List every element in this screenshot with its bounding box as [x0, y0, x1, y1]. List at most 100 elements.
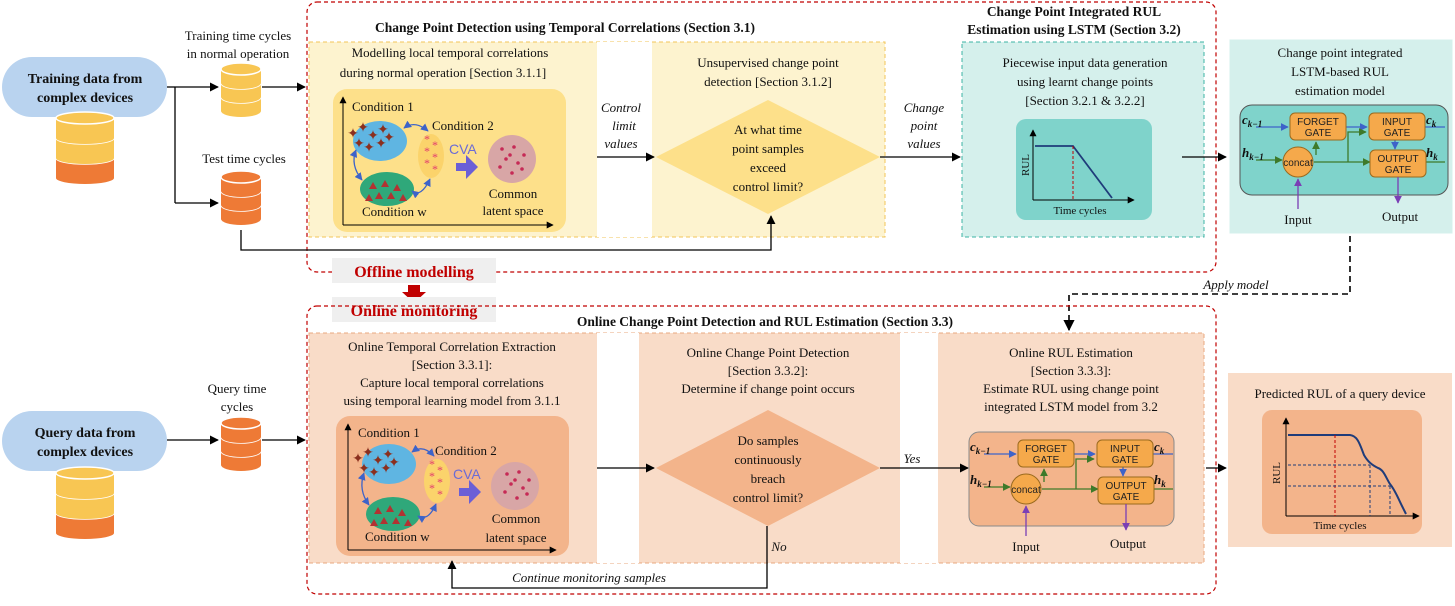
online-condition-2-cluster — [424, 459, 450, 503]
star-glyph: ✦ — [377, 123, 389, 138]
forget-gate-label: GATE — [1033, 455, 1060, 466]
offline-modelling-label: Offline modelling — [354, 264, 474, 281]
condition-w-label: Condition w — [362, 204, 427, 219]
database-layer-top — [220, 62, 262, 76]
online-box2-line-1: Online Change Point Detection — [687, 345, 850, 360]
online-section-frame — [306, 305, 1217, 595]
latent-dot — [500, 147, 504, 151]
arrow-no-loop — [447, 526, 768, 589]
query-data-source: Query data from complex devices — [2, 411, 167, 539]
lstm-output-label: Output — [1110, 536, 1147, 551]
database-layer-top — [55, 466, 115, 480]
rul-title-line-2: Estimation using LSTM (Section 3.2) — [967, 22, 1180, 37]
triangle-glyph — [369, 182, 377, 189]
asterisk-glyph: * — [432, 138, 438, 152]
model-box-line-1: Change point integrated — [1278, 45, 1403, 60]
forget-gate — [1289, 112, 1347, 141]
lstm-input-label: Input — [1284, 212, 1312, 227]
latent-dot — [510, 171, 514, 175]
database-layer-top — [220, 416, 262, 430]
online-box3-line-1: Online RUL Estimation — [1009, 345, 1133, 360]
online-latent-line-2: latent space — [486, 530, 547, 545]
triangle-glyph — [399, 194, 407, 201]
prediction-xlabel: Time cycles — [1313, 520, 1366, 532]
training-data-line-2: complex devices — [37, 91, 134, 106]
star-glyph: ✦ — [358, 462, 370, 477]
latent-dot — [513, 478, 517, 482]
online-condition-plot: CVA Condition 1 Condition 2 Condition w … — [344, 423, 557, 554]
training-cycles-line-2: in normal operation — [187, 46, 290, 61]
concat-node — [1282, 146, 1314, 178]
cond1-to-condw-link — [349, 149, 363, 181]
online-box1-line-2: [Section 3.3.1]: — [412, 357, 493, 372]
prediction-ylabel: RUL — [1271, 462, 1283, 484]
online-box2-line-2: [Section 3.3.2]: — [728, 363, 809, 378]
asterisk-glyph: * — [437, 487, 443, 501]
diamond2-line-1: Do samples — [737, 433, 798, 448]
star-glyph: ✦ — [362, 446, 374, 461]
database-layer-bottom — [56, 527, 114, 539]
piecewise-rul-panel — [1016, 119, 1152, 220]
online-cond2-to-condw-link — [417, 503, 437, 523]
control-limit-line-2: limit — [612, 118, 636, 133]
change-point-values-line-2: point — [910, 118, 938, 133]
online-box2-line-3: Determine if change point occurs — [681, 381, 854, 396]
triangle-glyph — [392, 517, 400, 524]
latent-dot — [516, 161, 520, 165]
triangle-glyph — [380, 517, 388, 524]
triangle-glyph — [374, 507, 382, 514]
c-next-label: ck — [1426, 112, 1437, 129]
latent-label-line-1: Common — [489, 186, 538, 201]
latent-dot — [521, 486, 525, 490]
test-cycles-label: Test time cycles — [202, 151, 286, 166]
latent-dot — [520, 167, 524, 171]
offline-decision-diamond — [656, 100, 880, 214]
condition-2-cluster — [418, 134, 444, 178]
output-gate-label: OUTPUT — [1105, 481, 1146, 492]
change-point-values-line-3: values — [907, 136, 940, 151]
no-label: No — [770, 539, 787, 554]
piecewise-ylabel: RUL — [1020, 154, 1032, 176]
prediction-plot: RUL Time cycles — [1271, 417, 1420, 532]
cond1-to-cond2-link — [403, 120, 429, 132]
triangle-glyph — [387, 192, 395, 199]
database-layer-bottom — [221, 185, 261, 197]
triangle-glyph — [375, 192, 383, 199]
diamond2-line-3: breach — [751, 471, 786, 486]
online-box1-line-3: Capture local temporal correlations — [360, 375, 544, 390]
output-gate-label: OUTPUT — [1377, 154, 1418, 165]
latent-dot — [509, 482, 513, 486]
query-cycles-line-2: cycles — [221, 399, 253, 414]
online-latent-space-circle — [491, 462, 539, 510]
star-glyph: ✦ — [353, 137, 365, 152]
output-gate-label: GATE — [1385, 165, 1412, 176]
piecewise-rul-plot: RUL Time cycles — [1020, 129, 1135, 217]
cp-detection-line-2: detection [Section 3.1.2] — [704, 74, 832, 89]
input-gate-label: INPUT — [1382, 117, 1412, 128]
online-condition-w-label: Condition w — [365, 529, 430, 544]
piecewise-line-1: Piecewise input data generation — [1003, 55, 1168, 70]
triangle-glyph — [398, 509, 406, 516]
latent-dot — [512, 145, 516, 149]
database-layer-bottom — [221, 199, 261, 211]
star-glyph: ✦ — [363, 141, 375, 156]
database-layer-bottom — [221, 105, 261, 117]
change-point-values-line-1: Change — [904, 100, 945, 115]
online-monitoring-label: Online monitoring — [351, 303, 478, 320]
database-layer-bottom — [56, 152, 114, 164]
diamond1-line-2: point samples — [732, 141, 804, 156]
online-condition-1-label: Condition 1 — [358, 425, 420, 440]
piecewise-line-3: [Section 3.2.1 & 3.2.2] — [1025, 93, 1145, 108]
training-data-source: Training data from complex devices — [2, 57, 167, 184]
triangle-glyph — [381, 180, 389, 187]
online-divider-1 — [597, 333, 639, 563]
database-layer-bottom — [56, 132, 114, 144]
online-box1-line-1: Online Temporal Correlation Extraction — [348, 339, 556, 354]
apply-model-label: Apply model — [1202, 277, 1269, 292]
online-cva-label: CVA — [453, 466, 481, 482]
database-layer-bottom — [56, 172, 114, 184]
cva-label: CVA — [449, 141, 477, 157]
asterisk-glyph: * — [424, 144, 430, 158]
training-data-line-1: Training data from — [28, 72, 143, 87]
